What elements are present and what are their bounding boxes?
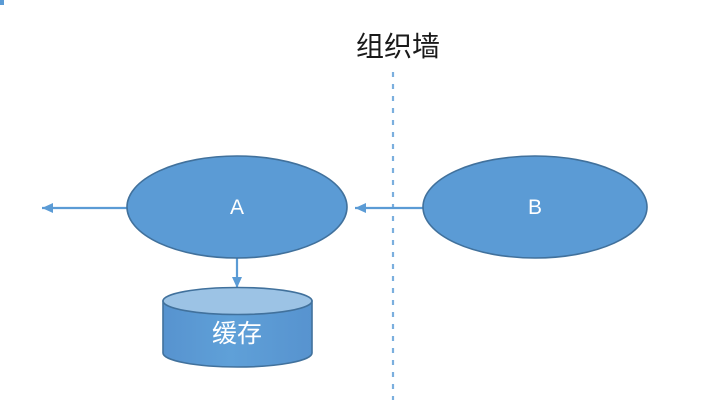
page-title: 组织墙 — [355, 31, 440, 62]
node-b-ellipse[interactable] — [422, 155, 648, 259]
node-cache-cylinder[interactable] — [162, 286, 313, 368]
cylinder-body — [162, 300, 313, 368]
cylinder-top-cap — [162, 286, 313, 316]
node-a-ellipse[interactable] — [126, 155, 348, 259]
corner-artifact — [0, 0, 4, 5]
